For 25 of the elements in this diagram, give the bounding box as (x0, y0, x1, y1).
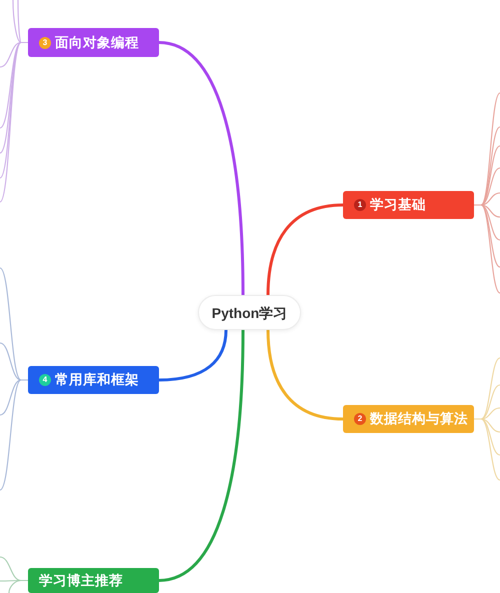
topic-label: 常用库和框架 (55, 372, 139, 388)
topic-box (28, 568, 159, 593)
topic-box (343, 405, 474, 433)
topic-label: 数据结构与算法 (370, 411, 468, 427)
curved-connector (266, 328, 344, 420)
topic-label: 学习基础 (370, 197, 426, 213)
number-badge: 3 (39, 36, 51, 48)
number-badge: 4 (39, 374, 51, 386)
branch-line (473, 204, 500, 294)
topic-label: 学习博主推荐 (39, 572, 123, 588)
topic-label: 面向对象编程 (55, 34, 139, 50)
branch-line (0, 379, 29, 491)
topic-box (28, 28, 159, 57)
topic-label: Python学习 (212, 304, 288, 320)
curved-connector (158, 328, 244, 582)
curved-connector (158, 328, 228, 382)
branch-line (473, 418, 500, 481)
curved-connector (158, 41, 244, 296)
branch-line (8, 580, 29, 593)
central-topic-box (198, 295, 301, 330)
topic-box (343, 191, 474, 219)
number-badge: 1 (354, 199, 366, 211)
number-badge: 2 (354, 413, 366, 425)
curved-connector (266, 204, 344, 296)
topic-box (28, 366, 159, 394)
